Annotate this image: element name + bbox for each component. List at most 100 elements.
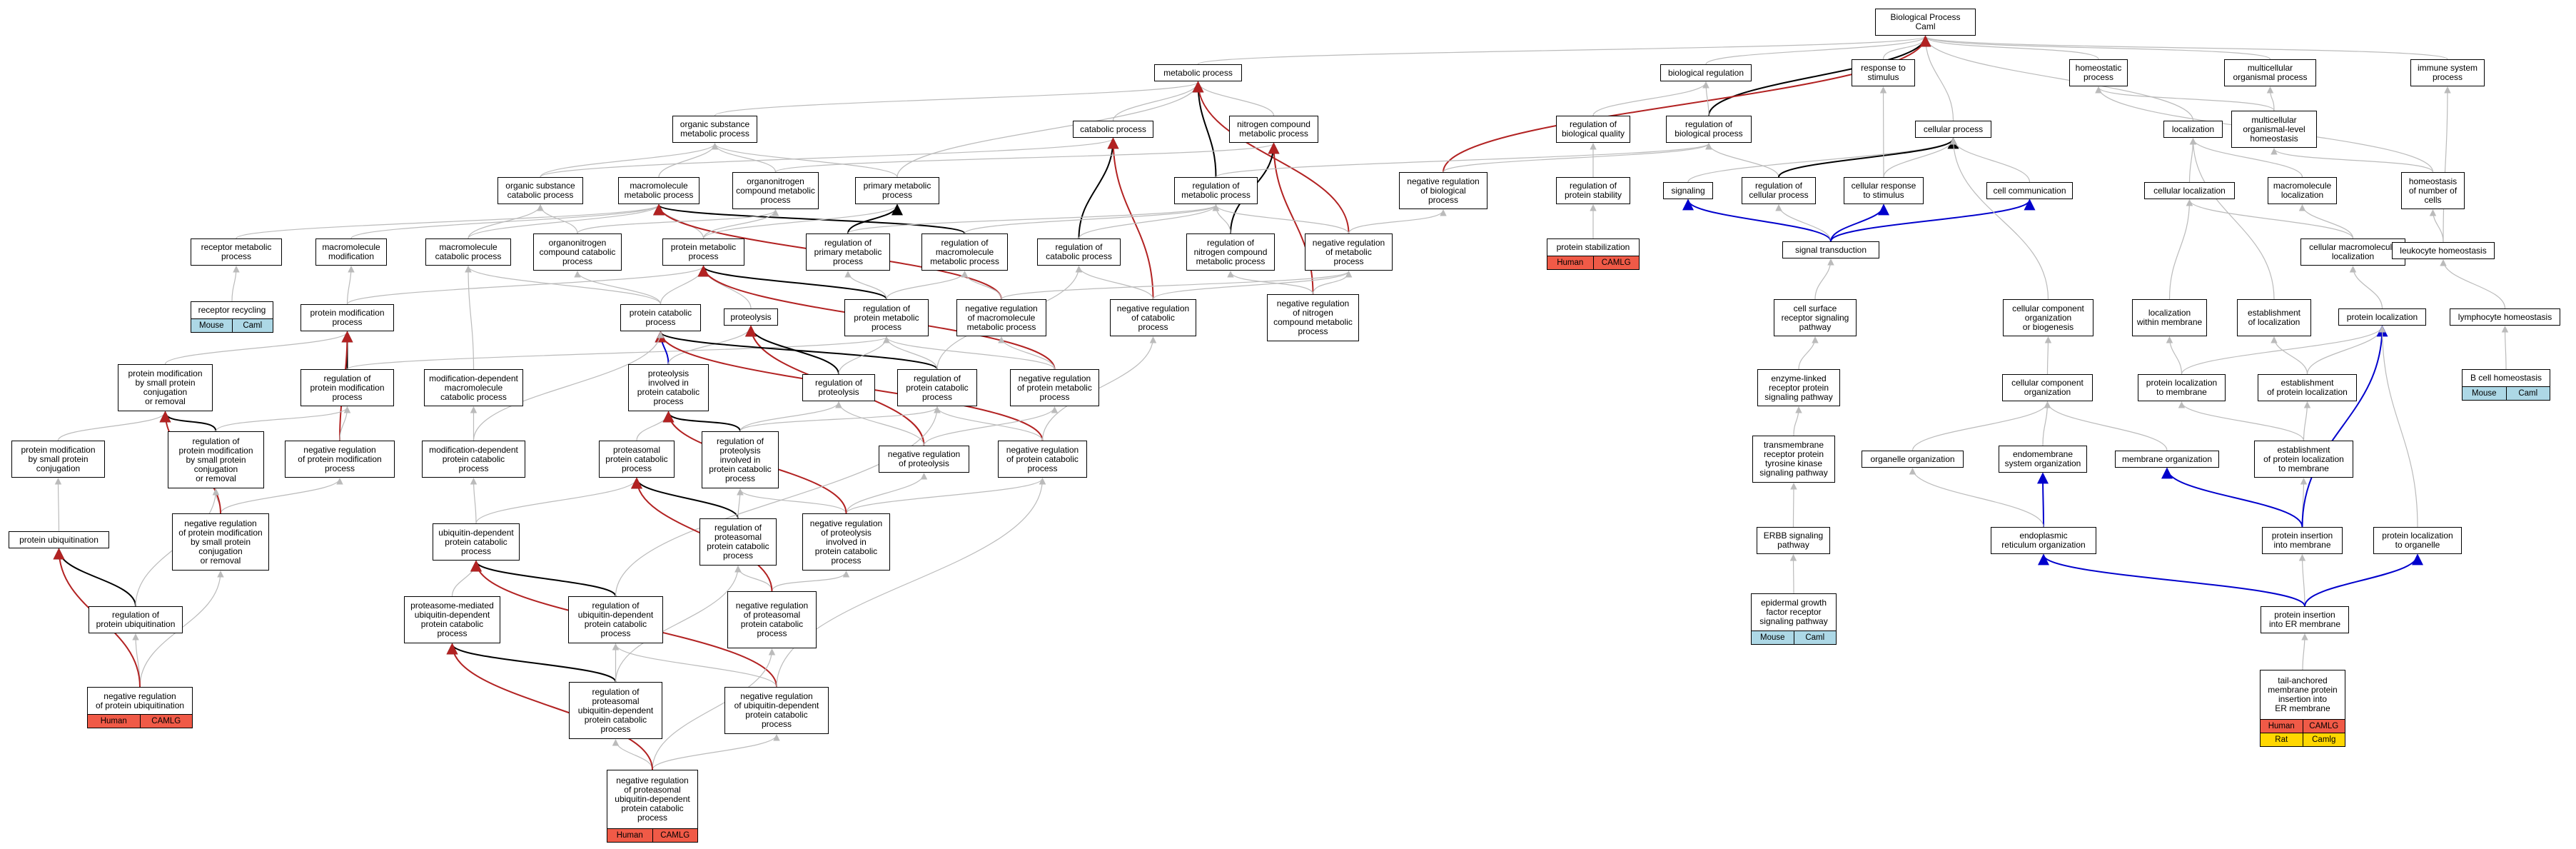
go-term-neg-reg-nitro-met[interactable]: negative regulation of nitrogen compound…: [1267, 294, 1359, 341]
go-term-enzyme-linked[interactable]: enzyme-linked receptor protein signaling…: [1757, 369, 1840, 406]
go-term-multicell[interactable]: multicellular organismal process: [2224, 59, 2316, 86]
go-term-prot-local-memb[interactable]: protein localization to membrane: [2138, 374, 2226, 401]
go-term-macromol-met[interactable]: macromolecule metabolic process: [618, 177, 699, 204]
go-term-mod-dep-prot-cat[interactable]: modification-dependent protein catabolic…: [422, 441, 525, 478]
go-term-prot-mod[interactable]: protein modification process: [300, 304, 394, 331]
go-term-neg-reg-prot-mod-small[interactable]: negative regulation of protein modificat…: [172, 513, 269, 571]
go-term-homeo-cells[interactable]: homeostasis of number of cells: [2401, 172, 2465, 209]
go-term-prot-cat[interactable]: protein catabolic process: [620, 304, 701, 331]
go-term-cell-comp-org2[interactable]: cellular component organization: [2002, 374, 2093, 401]
go-term-reg-prot-ubiq[interactable]: regulation of protein ubiquitination: [89, 606, 183, 633]
go-term-prot-mod-small-a[interactable]: protein modification by small protein co…: [11, 441, 105, 478]
go-term-reg-bioproc[interactable]: regulation of biological process: [1666, 116, 1752, 143]
go-term-lympho-homeo[interactable]: lymphocyte homeostasis: [2450, 308, 2560, 326]
go-term-bioreg[interactable]: biological regulation: [1660, 64, 1752, 81]
go-term-egf-recep[interactable]: epidermal growth factor receptor signali…: [1751, 593, 1837, 645]
go-term-estab-prot-memb[interactable]: establishment of protein localization to…: [2254, 441, 2353, 478]
go-term-reg-ubiq-dep-cat[interactable]: regulation of ubiquitin-dependent protei…: [568, 596, 663, 643]
go-term-resp-stim[interactable]: response to stimulus: [1852, 59, 1915, 86]
go-term-reg-prot-mod-small[interactable]: regulation of protein modification by sm…: [168, 431, 264, 488]
go-term-prot-local-organelle[interactable]: protein localization to organelle: [2373, 527, 2462, 554]
go-term-cell-comp-org[interactable]: cellular component organization or bioge…: [2003, 299, 2093, 336]
go-term-prot-mod-small[interactable]: protein modification by small protein co…: [118, 364, 213, 411]
go-term-estab-prot-local[interactable]: establishment of protein localization: [2258, 374, 2357, 401]
go-term-cell-surf-recep[interactable]: cell surface receptor signaling pathway: [1774, 299, 1857, 336]
go-term-proteasomal-cat[interactable]: proteasomal protein catabolic process: [599, 441, 675, 478]
go-term-organonitro-met[interactable]: organonitrogen compound metabolic proces…: [732, 172, 819, 209]
go-term-homeostatic[interactable]: homeostatic process: [2069, 59, 2128, 86]
go-term-neg-reg-prot-in-cat[interactable]: negative regulation of proteolysis invol…: [802, 513, 890, 571]
go-term-neg-reg-ubiq-dep-cat[interactable]: negative regulation of ubiquitin-depende…: [724, 687, 829, 734]
go-term-nitrogen-met[interactable]: nitrogen compound metabolic process: [1229, 116, 1318, 143]
go-term-neg-reg-prot-mod[interactable]: negative regulation of protein modificat…: [285, 441, 395, 478]
go-term-receptor-met[interactable]: receptor metabolic process: [191, 238, 282, 266]
go-term-bp[interactable]: Biological Process Caml: [1875, 9, 1976, 36]
go-term-neg-reg-proteolysis[interactable]: negative regulation of proteolysis: [879, 446, 969, 473]
go-term-catabolic[interactable]: catabolic process: [1073, 121, 1153, 138]
go-term-reg-prot-mod[interactable]: regulation of protein modification proce…: [300, 369, 394, 406]
go-term-erbb[interactable]: ERBB signaling pathway: [1757, 527, 1830, 554]
go-term-estab-local[interactable]: establishment of localization: [2237, 299, 2311, 336]
go-term-reg-proteolysis[interactable]: regulation of proteolysis: [802, 374, 875, 401]
go-term-er-org[interactable]: endoplasmic reticulum organization: [1991, 527, 2096, 554]
go-term-proteasome-med[interactable]: proteasome-mediated ubiquitin-dependent …: [404, 596, 500, 643]
go-term-neg-reg-proteasomal-ubiq[interactable]: negative regulation of proteasomal ubiqu…: [607, 770, 698, 843]
go-term-prot-ubiq[interactable]: protein ubiquitination: [9, 531, 109, 548]
go-term-neg-reg-proteasomal-cat[interactable]: negative regulation of proteasomal prote…: [727, 591, 817, 648]
go-term-reg-nitro-met[interactable]: regulation of nitrogen compound metaboli…: [1186, 233, 1275, 271]
go-term-neg-reg-prot-cat[interactable]: negative regulation of protein catabolic…: [998, 441, 1087, 478]
go-term-neg-reg-prot-ubiq[interactable]: negative regulation of protein ubiquitin…: [87, 687, 193, 728]
go-term-metabolic[interactable]: metabolic process: [1154, 64, 1242, 81]
go-term-reg-prot-stab[interactable]: regulation of protein stability: [1556, 177, 1630, 204]
go-term-prot-local[interactable]: protein localization: [2338, 308, 2426, 326]
go-term-tail-anchored[interactable]: tail-anchored membrane protein insertion…: [2260, 670, 2345, 747]
go-term-org-sub-cat[interactable]: organic substance catabolic process: [497, 177, 583, 204]
go-term-signaling[interactable]: signaling: [1663, 182, 1713, 199]
go-term-cell-resp-stim[interactable]: cellular response to stimulus: [1844, 177, 1924, 204]
go-term-reg-prot-met[interactable]: regulation of protein metabolic process: [844, 299, 929, 336]
go-term-reg-met[interactable]: regulation of metabolic process: [1174, 177, 1258, 204]
go-term-reg-proteasomal-cat[interactable]: regulation of proteasomal protein catabo…: [699, 518, 777, 566]
go-term-reg-prim-met[interactable]: regulation of primary metabolic process: [806, 233, 890, 271]
go-term-localization[interactable]: localization: [2163, 121, 2223, 138]
go-term-prot-met[interactable]: protein metabolic process: [662, 238, 744, 266]
go-term-organonitro-cat[interactable]: organonitrogen compound catabolic proces…: [533, 233, 622, 271]
go-term-reg-cell-proc[interactable]: regulation of cellular process: [1742, 177, 1816, 204]
go-term-neg-reg-prot-met[interactable]: negative regulation of protein metabolic…: [1010, 369, 1099, 406]
go-term-macromol-cat[interactable]: macromolecule catabolic process: [425, 238, 511, 266]
go-term-reg-bioqual[interactable]: regulation of biological quality: [1556, 116, 1630, 143]
go-term-reg-prot-cat[interactable]: regulation of protein catabolic process: [897, 369, 977, 406]
go-term-prot-in-cat[interactable]: proteolysis involved in protein cataboli…: [628, 364, 709, 411]
go-term-signal-trans[interactable]: signal transduction: [1782, 241, 1879, 258]
go-term-local-memb[interactable]: localization within membrane: [2132, 299, 2207, 336]
go-term-immune[interactable]: immune system process: [2410, 59, 2485, 86]
go-term-cell-mac-local[interactable]: cellular macromolecule localization: [2300, 238, 2405, 266]
go-term-neg-reg-bioproc[interactable]: negative regulation of biological proces…: [1399, 172, 1487, 209]
go-term-endomemb-org[interactable]: endomembrane system organization: [1999, 446, 2087, 473]
go-term-neg-reg-cat[interactable]: negative regulation of catabolic process: [1110, 299, 1196, 336]
go-term-neg-reg-macromol-met[interactable]: negative regulation of macromolecule met…: [956, 299, 1046, 336]
go-term-org-sub-met[interactable]: organic substance metabolic process: [672, 116, 757, 143]
go-term-reg-proteasomal-ubiq[interactable]: regulation of proteasomal ubiquitin-depe…: [569, 682, 662, 739]
go-term-macromol-mod[interactable]: macromolecule modification: [315, 238, 387, 266]
go-term-macromol-local[interactable]: macromolecule localization: [2268, 177, 2337, 204]
go-term-ubiq-dep-cat[interactable]: ubiquitin-dependent protein catabolic pr…: [433, 523, 520, 561]
go-term-primary-met[interactable]: primary metabolic process: [855, 177, 939, 204]
go-term-reg-cat[interactable]: regulation of catabolic process: [1037, 238, 1121, 266]
go-term-cell-local[interactable]: cellular localization: [2144, 182, 2235, 199]
go-term-prot-insert-er[interactable]: protein insertion into ER membrane: [2261, 606, 2349, 633]
go-term-leuko-homeo[interactable]: leukocyte homeostasis: [2392, 242, 2495, 259]
go-term-neg-reg-met[interactable]: negative regulation of metabolic process: [1305, 233, 1393, 271]
go-term-cellular-proc[interactable]: cellular process: [1915, 121, 1991, 138]
go-term-organelle-org[interactable]: organelle organization: [1862, 451, 1964, 468]
go-term-mod-dep-macro-cat[interactable]: modification-dependent macromolecule cat…: [424, 369, 523, 406]
go-term-cell-comm[interactable]: cell communication: [1986, 182, 2073, 199]
go-term-reg-prot-in-cat[interactable]: regulation of proteolysis involved in pr…: [702, 431, 779, 488]
go-term-memb-org[interactable]: membrane organization: [2115, 451, 2219, 468]
go-term-multicell-homeo[interactable]: multicellular organismal-level homeostas…: [2231, 111, 2317, 148]
go-term-transmembrane[interactable]: transmembrane receptor protein tyrosine …: [1752, 436, 1835, 483]
go-term-prot-insert-memb[interactable]: protein insertion into membrane: [2262, 527, 2343, 554]
